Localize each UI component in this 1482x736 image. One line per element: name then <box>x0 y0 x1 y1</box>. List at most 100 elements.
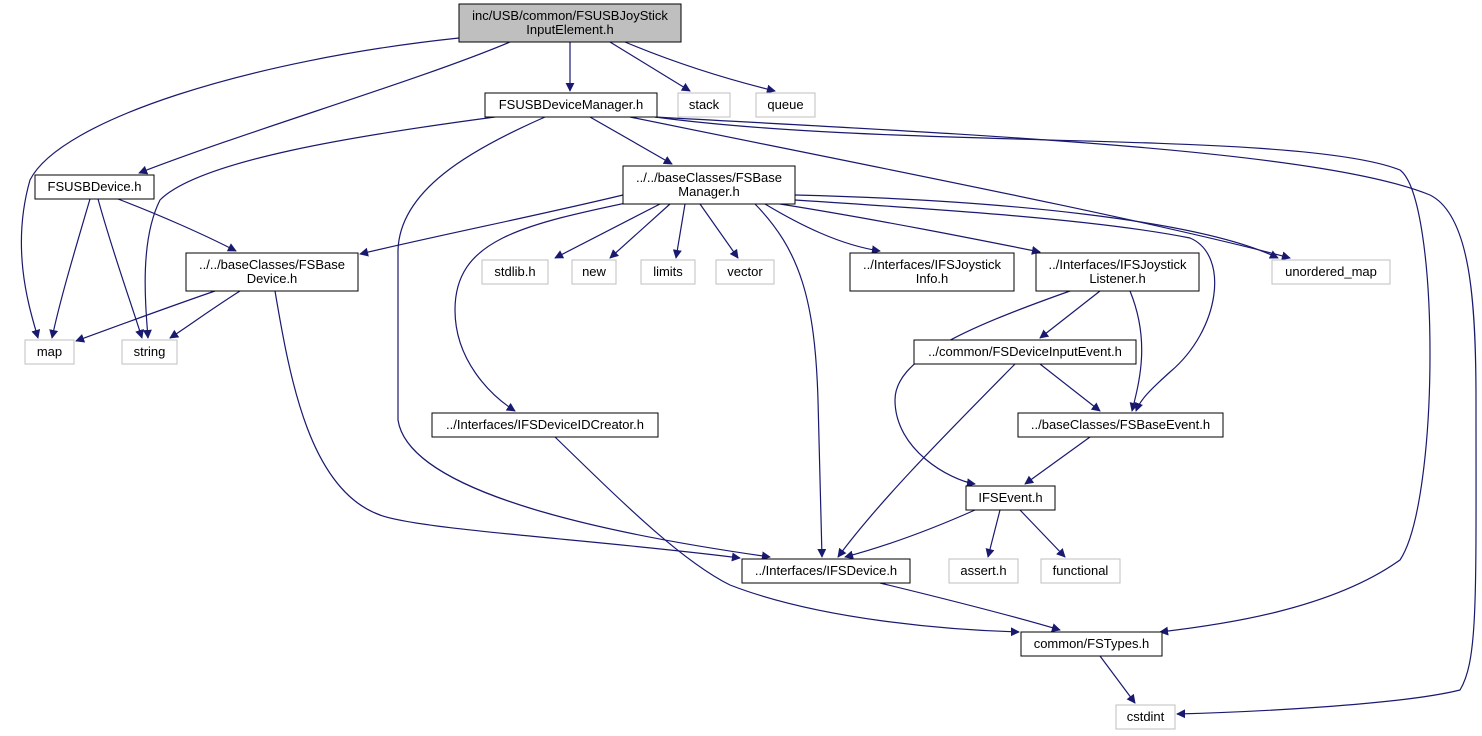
edge-root-to-map <box>20 37 460 339</box>
edge-basedevice-to-string <box>169 290 241 339</box>
node-box-cstdint <box>1115 704 1176 730</box>
node-box-limits <box>640 259 696 285</box>
node-queue: queue <box>755 92 816 118</box>
node-label-ifsevent-line-0: IFSEvent.h <box>978 490 1042 505</box>
edge-usbdevice-to-basedevice <box>117 198 237 252</box>
node-box-functional <box>1040 558 1121 584</box>
node-label-basemgr-line-0: ../../baseClasses/FSBase <box>636 170 782 185</box>
node-box-ifsevent <box>965 485 1056 511</box>
edge-ifsevent-to-functional <box>1019 509 1066 558</box>
node-box-devinputevent <box>913 339 1137 365</box>
node-label-basemgr-line-1: Manager.h <box>678 184 739 199</box>
node-box-usbdevice <box>34 174 155 200</box>
edge-root-to-usbdevice <box>138 41 511 175</box>
node-label-fstypes-line-0: common/FSTypes.h <box>1034 636 1150 651</box>
edge-joylistener-to-devinputevent <box>1039 290 1101 339</box>
edge-root-to-queue <box>624 41 776 94</box>
edge-devmgr-to-fstypes <box>654 116 1431 636</box>
node-label-assert-line-0: assert.h <box>960 563 1006 578</box>
edge-devmgr-to-ifsdevice <box>397 116 771 561</box>
node-vector: vector <box>715 259 775 285</box>
node-ifsevent[interactable]: IFSEvent.h <box>965 485 1056 511</box>
edge-ifsevent-to-ifsdevice <box>844 509 976 560</box>
node-functional: functional <box>1040 558 1121 584</box>
node-label-deviceidcreator-line-0: ../Interfaces/IFSDeviceIDCreator.h <box>446 417 644 432</box>
edge-basemgr-to-baseevent <box>794 199 1216 412</box>
node-ifsdevice[interactable]: ../Interfaces/IFSDevice.h <box>741 558 911 584</box>
edge-baseevent-to-ifsevent <box>1024 436 1091 485</box>
node-fstypes[interactable]: common/FSTypes.h <box>1020 631 1163 657</box>
node-assert: assert.h <box>948 558 1019 584</box>
edge-usbdevice-to-string <box>97 198 144 339</box>
node-box-joyinfo <box>849 252 1015 292</box>
node-box-stdlib <box>481 259 549 285</box>
nodes-layer: inc/USB/common/FSUSBJoyStickInputElement… <box>24 3 1391 730</box>
node-box-ifsdevice <box>741 558 911 584</box>
edge-devinputevent-to-ifsdevice <box>837 363 1016 558</box>
node-label-basedevice-line-0: ../../baseClasses/FSBase <box>199 257 345 272</box>
edges-layer <box>20 37 1477 719</box>
node-label-limits-line-0: limits <box>653 264 683 279</box>
node-box-devmgr <box>484 92 658 118</box>
node-limits: limits <box>640 259 696 285</box>
edge-basemgr-to-limits <box>672 203 686 259</box>
node-label-stack-line-0: stack <box>689 97 720 112</box>
node-baseevent[interactable]: ../baseClasses/FSBaseEvent.h <box>1017 412 1224 438</box>
node-root[interactable]: inc/USB/common/FSUSBJoyStickInputElement… <box>458 3 682 43</box>
node-stack: stack <box>677 92 731 118</box>
node-box-vector <box>715 259 775 285</box>
node-label-baseevent-line-0: ../baseClasses/FSBaseEvent.h <box>1031 417 1210 432</box>
node-label-root-line-0: inc/USB/common/FSUSBJoyStick <box>472 8 668 23</box>
node-box-deviceidcreator <box>431 412 659 438</box>
node-label-root-line-1: InputElement.h <box>526 22 613 37</box>
node-new: new <box>571 259 617 285</box>
node-box-baseevent <box>1017 412 1224 438</box>
node-box-queue <box>755 92 816 118</box>
edge-joylistener-to-ifsevent <box>894 290 1071 488</box>
node-usbdevice[interactable]: FSUSBDevice.h <box>34 174 155 200</box>
node-box-joylistener <box>1035 252 1200 292</box>
edge-fstypes-to-cstdint <box>1099 655 1136 704</box>
node-label-joylistener-line-1: Listener.h <box>1089 271 1145 286</box>
node-label-ifsdevice-line-0: ../Interfaces/IFSDevice.h <box>755 563 897 578</box>
edge-joylistener-to-baseevent <box>1129 290 1143 412</box>
edge-basemgr-to-stdlib <box>554 203 661 259</box>
node-devinputevent[interactable]: ../common/FSDeviceInputEvent.h <box>913 339 1137 365</box>
node-box-stack <box>677 92 731 118</box>
node-label-new-line-0: new <box>582 264 606 279</box>
edge-basemgr-to-vector <box>699 203 739 259</box>
node-label-vector-line-0: vector <box>727 264 763 279</box>
node-box-root <box>458 3 682 43</box>
edge-basedevice-to-ifsdevice <box>274 290 741 562</box>
node-label-unordered_map-line-0: unordered_map <box>1285 264 1377 279</box>
node-label-joyinfo-line-1: Info.h <box>916 271 949 286</box>
node-devmgr[interactable]: FSUSBDeviceManager.h <box>484 92 658 118</box>
node-box-map <box>24 339 75 365</box>
node-deviceidcreator[interactable]: ../Interfaces/IFSDeviceIDCreator.h <box>431 412 659 438</box>
edge-basemgr-to-basedevice <box>359 194 624 257</box>
node-label-joyinfo-line-0: ../Interfaces/IFSJoystick <box>863 257 1001 272</box>
edge-basemgr-to-ifsdevice <box>754 203 827 558</box>
node-stdlib: stdlib.h <box>481 259 549 285</box>
edge-devmgr-to-basemgr <box>589 116 673 165</box>
node-label-basedevice-line-1: Device.h <box>247 271 298 286</box>
edge-devmgr-to-cstdint <box>654 116 1477 719</box>
edge-basemgr-to-new <box>609 203 671 259</box>
edge-root-to-stack <box>609 41 691 92</box>
node-label-functional-line-0: functional <box>1053 563 1109 578</box>
edge-basemgr-to-deviceidcreator <box>454 199 641 412</box>
edge-ifsdevice-to-fstypes <box>879 582 1061 632</box>
node-box-fstypes <box>1020 631 1163 657</box>
edge-basemgr-to-joyinfo <box>764 203 881 255</box>
edge-basemgr-to-joylistener <box>779 203 1041 255</box>
node-box-string <box>121 339 178 365</box>
node-label-string-line-0: string <box>134 344 166 359</box>
node-box-basedevice <box>185 252 359 292</box>
node-string: string <box>121 339 178 365</box>
node-box-basemgr <box>622 165 796 205</box>
